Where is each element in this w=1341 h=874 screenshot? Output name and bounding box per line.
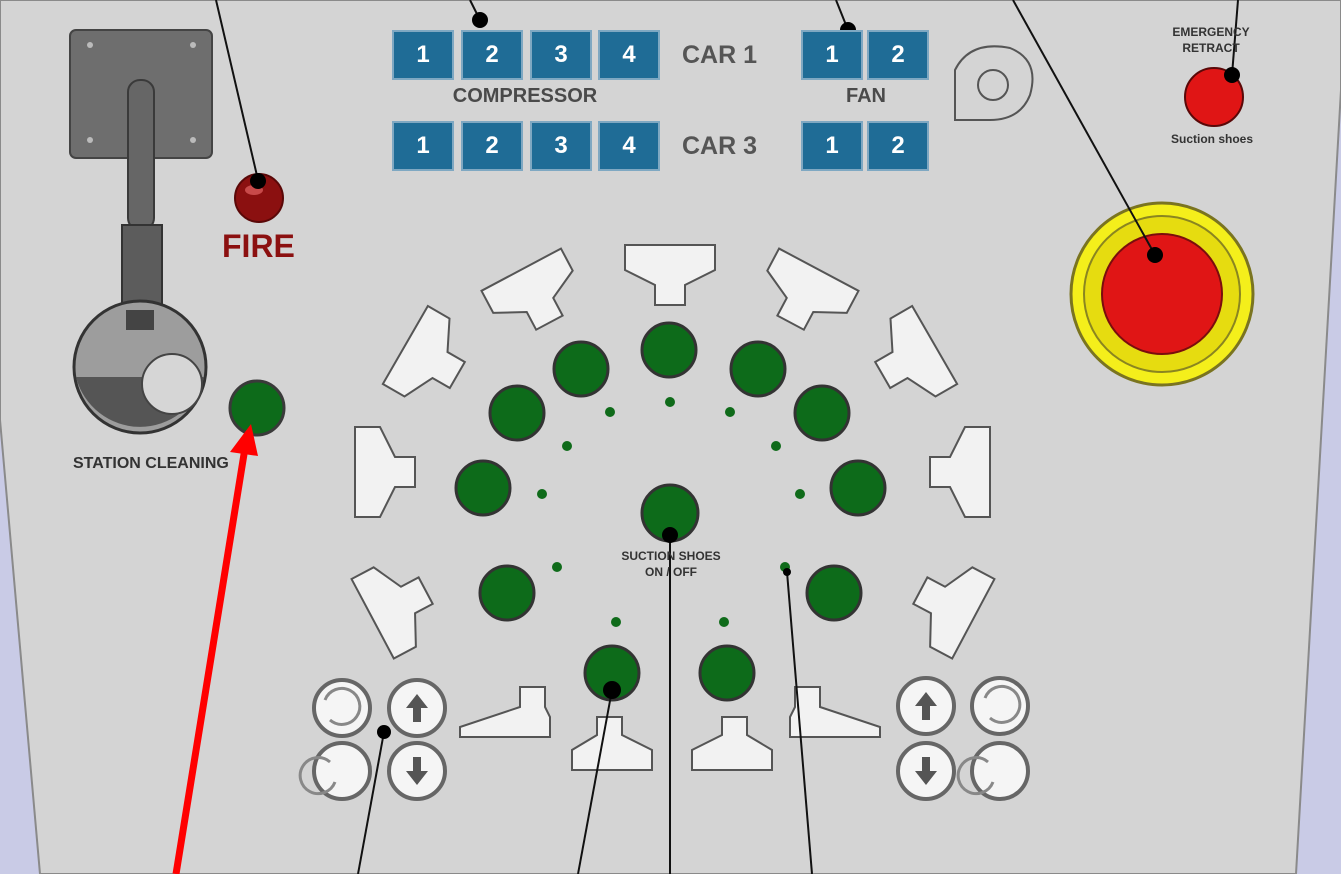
callout-lines bbox=[215, 0, 1239, 874]
shoe-icon-set bbox=[350, 244, 996, 771]
shoe-icon bbox=[873, 304, 959, 398]
suction-shoes-label: Suction shoes bbox=[1170, 132, 1254, 146]
emergency-retract-label-1: EMERGENCY bbox=[1172, 25, 1250, 39]
shoe-icon bbox=[381, 304, 467, 398]
car1-label: CAR 1 bbox=[682, 41, 758, 69]
compressor-car3-button-3[interactable]: 3 bbox=[530, 121, 592, 171]
car3-label: CAR 3 bbox=[682, 132, 758, 160]
station-cleaning-button-shape bbox=[228, 379, 286, 437]
shoe-icon bbox=[929, 426, 991, 518]
suction-shoes-onoff-label-1: SUCTION SHOES bbox=[621, 549, 721, 563]
shoe-icon bbox=[354, 426, 416, 518]
shoe-icon bbox=[691, 716, 773, 771]
arrow-down-icon bbox=[915, 757, 937, 785]
fan-car3-button-2[interactable]: 2 bbox=[867, 121, 929, 171]
fan-car1-button-1[interactable]: 1 bbox=[801, 30, 863, 80]
emergency-retract-button-shape bbox=[1184, 67, 1244, 127]
rotate-icon bbox=[970, 741, 1030, 801]
compressor-label: COMPRESSOR bbox=[452, 85, 598, 107]
suction-shoes-onoff-label-2: ON / OFF bbox=[645, 565, 697, 579]
right-direction-buttons bbox=[896, 676, 1030, 801]
shoe-icon bbox=[624, 244, 716, 306]
compressor-car1-button-2[interactable]: 2 bbox=[461, 30, 523, 80]
fire-label: FIRE bbox=[222, 228, 295, 264]
indicator-lights bbox=[537, 397, 805, 627]
emergency-retract-label-2: RETRACT bbox=[1182, 41, 1240, 55]
shoe-icon bbox=[459, 686, 551, 738]
compressor-car1-button-4[interactable]: 4 bbox=[598, 30, 660, 80]
shoe-icon bbox=[571, 716, 653, 771]
shoe-icon bbox=[350, 566, 435, 660]
arrow-down-icon bbox=[406, 757, 428, 785]
compressor-car3-button-4[interactable]: 4 bbox=[598, 121, 660, 171]
fan-car1-button-2[interactable]: 2 bbox=[867, 30, 929, 80]
fan-car3-button-1[interactable]: 1 bbox=[801, 121, 863, 171]
rotate-icon bbox=[312, 741, 372, 801]
shoe-icon bbox=[911, 566, 996, 660]
shoe-icon bbox=[789, 686, 881, 738]
compressor-car3-button-1[interactable]: 1 bbox=[392, 121, 454, 171]
emergency-stop-button bbox=[1069, 201, 1255, 387]
arrow-up-icon bbox=[915, 692, 937, 720]
shoe-icon bbox=[766, 247, 860, 332]
suction-shoe-buttons bbox=[454, 321, 887, 702]
joystick-icon bbox=[69, 29, 213, 435]
compressor-car3-button-2[interactable]: 2 bbox=[461, 121, 523, 171]
fan-icon bbox=[954, 45, 1034, 121]
red-arrow-icon bbox=[172, 424, 258, 874]
shoe-icon bbox=[480, 247, 574, 332]
compressor-car1-button-3[interactable]: 3 bbox=[530, 30, 592, 80]
fan-label: FAN bbox=[846, 85, 886, 107]
compressor-car1-button-1[interactable]: 1 bbox=[392, 30, 454, 80]
arrow-up-icon bbox=[406, 694, 428, 722]
left-direction-buttons bbox=[298, 678, 447, 801]
station-cleaning-label: STATION CLEANING bbox=[73, 455, 229, 472]
